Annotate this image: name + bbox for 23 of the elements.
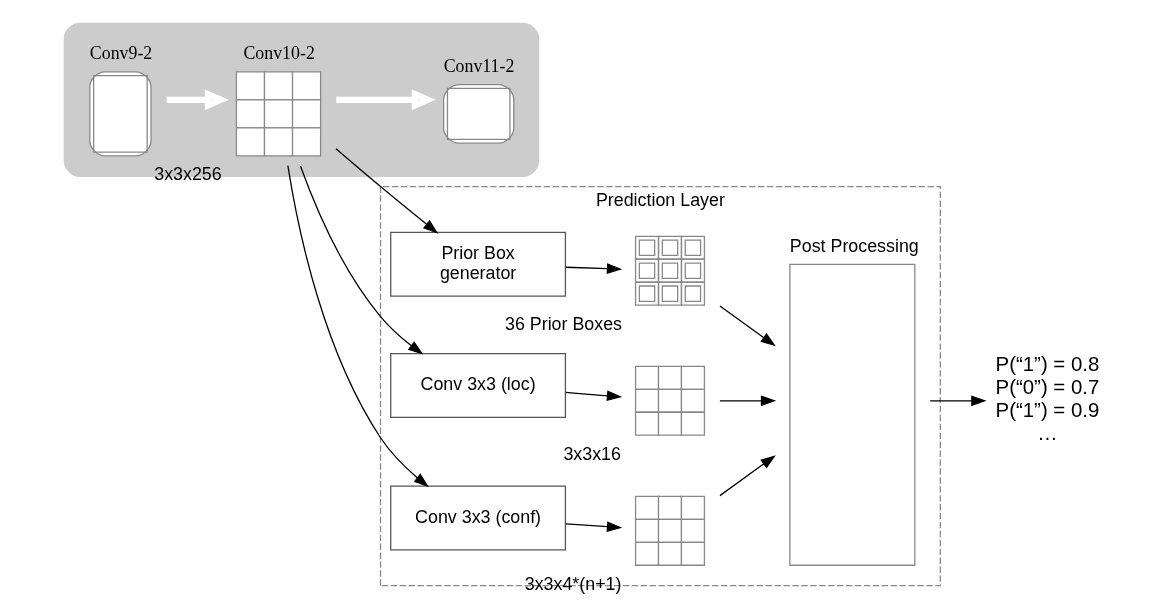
node-label: 36 Prior Boxes	[505, 313, 623, 334]
node-label: Post Processing	[789, 235, 919, 256]
node-label: Conv9-2	[89, 43, 153, 64]
arrow	[299, 165, 424, 355]
arrow	[929, 395, 987, 407]
node-label: 3x3x256	[154, 163, 222, 184]
arrow	[719, 455, 776, 497]
arrow	[166, 89, 229, 111]
arrow	[287, 164, 429, 488]
node-label: Conv11-2	[443, 56, 515, 77]
node-box: Prior Box generator	[390, 231, 567, 297]
arrow	[565, 390, 623, 402]
arrow	[719, 305, 776, 347]
node-label: 3x3x16	[563, 443, 621, 464]
arrow	[336, 89, 436, 111]
node-label: Conv10-2	[243, 43, 315, 64]
arrow	[565, 521, 623, 533]
arrow	[335, 148, 439, 234]
arrow	[565, 263, 623, 274]
node-text: P(“1”) = 0.8 P(“0”) = 0.7 P(“1”) = 0.9 …	[995, 353, 1100, 445]
node-box: Conv 3x3 (loc)	[390, 352, 567, 418]
node-box: Conv 3x3 (conf)	[390, 485, 567, 551]
arrow	[719, 395, 777, 407]
